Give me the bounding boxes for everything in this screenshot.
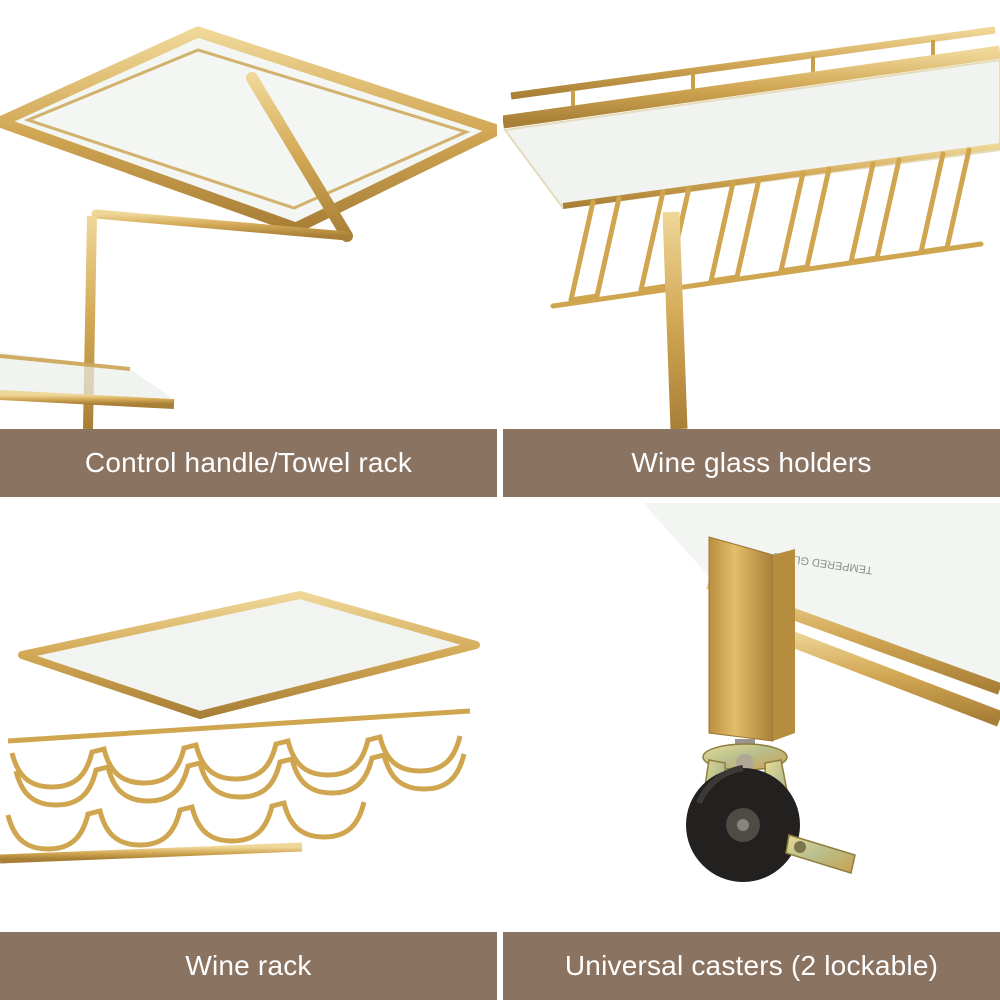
panel-wine-rack: Wine rack (0, 503, 497, 1000)
panel-control-handle-towel-rack: Control handle/Towel rack (0, 0, 497, 497)
casters-photo: TEMPERED GLASS (503, 503, 1000, 932)
caption-text-wine-glass-holders: Wine glass holders (631, 447, 872, 478)
control-handle-illustration (0, 26, 497, 429)
caption-bar-wine-rack: Wine rack (0, 932, 497, 1000)
wine-rack-illustration (0, 503, 480, 932)
caption-bar-universal-casters: Universal casters (2 lockable) (503, 932, 1000, 1000)
caption-text-universal-casters: Universal casters (2 lockable) (564, 950, 939, 981)
control-handle-photo (0, 0, 497, 429)
caption-text-control-handle: Control handle/Towel rack (84, 447, 413, 478)
caption-text-wine-rack: Wine rack (185, 950, 312, 981)
wine-glass-holders-photo (503, 0, 1000, 429)
caption-bar-wine-glass-holders: Wine glass holders (503, 429, 1000, 497)
panel-universal-casters: TEMPERED GLASS Universal casters (2 lock… (503, 503, 1000, 1000)
panel-wine-glass-holders: Wine glass holders (503, 0, 1000, 497)
wine-rack-photo (0, 503, 497, 932)
caption-bar-control-handle: Control handle/Towel rack (0, 429, 497, 497)
casters-illustration: TEMPERED GLASS (643, 503, 1000, 882)
wine-glass-holders-illustration (503, 26, 1000, 429)
